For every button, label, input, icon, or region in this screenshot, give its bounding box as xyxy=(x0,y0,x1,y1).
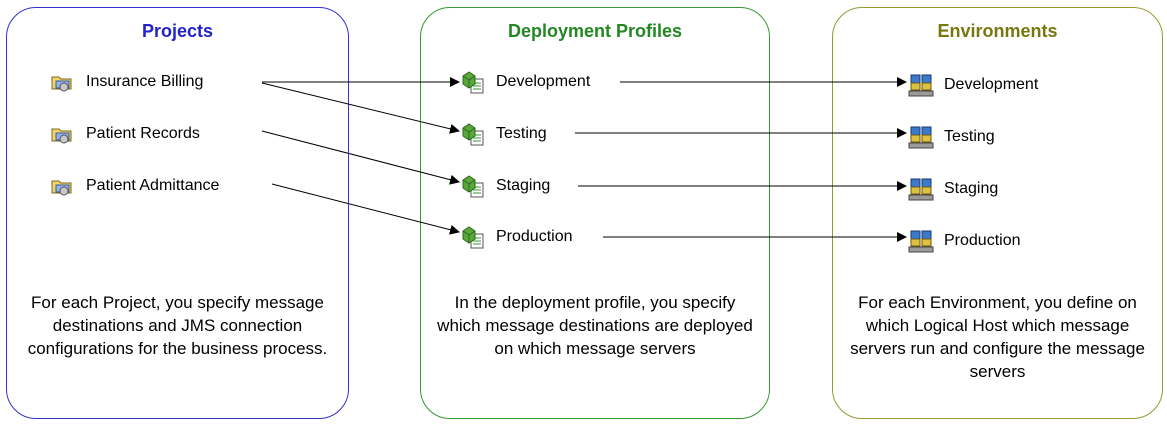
project-icon xyxy=(51,128,72,144)
profile-item[interactable]: Testing xyxy=(460,122,547,146)
profile-item[interactable]: Production xyxy=(460,225,573,249)
deployment-profile-icon xyxy=(462,123,484,146)
environment-item[interactable]: Staging xyxy=(908,177,998,201)
projects-panel: Projects For each Project, you specify m… xyxy=(6,7,349,419)
deployment-profiles-title: Deployment Profiles xyxy=(507,21,683,41)
project-icon xyxy=(51,180,72,196)
projects-description: For each Project, you specify message de… xyxy=(27,293,328,358)
environment-label: Production xyxy=(944,232,1021,249)
project-item[interactable]: Insurance Billing xyxy=(50,70,203,94)
environment-icon xyxy=(908,74,934,97)
arrow-records-to-staging xyxy=(261,130,460,185)
project-label: Insurance Billing xyxy=(86,73,204,90)
environment-label: Development xyxy=(944,76,1039,93)
environments-title: Environments xyxy=(937,21,1058,41)
deployment-profile-icon xyxy=(462,175,484,198)
projects-title: Projects xyxy=(141,21,214,41)
project-icon xyxy=(51,76,72,92)
project-label: Patient Records xyxy=(86,125,200,142)
environment-item[interactable]: Development xyxy=(908,73,1038,97)
profile-label: Testing xyxy=(496,125,547,142)
deployment-profiles-panel: Deployment Profiles In the deployment pr… xyxy=(420,7,770,419)
profile-item[interactable]: Development xyxy=(460,70,590,94)
project-item[interactable]: Patient Admittance xyxy=(50,174,219,198)
environment-icon xyxy=(908,178,934,201)
profile-label: Development xyxy=(496,73,591,90)
deployment-profile-icon xyxy=(462,71,484,94)
project-item[interactable]: Patient Records xyxy=(50,122,200,146)
environments-description: For each Environment, you define on whic… xyxy=(850,293,1145,381)
arrow-billing-to-testing xyxy=(261,82,460,134)
profile-item[interactable]: Staging xyxy=(460,174,550,198)
environment-icon xyxy=(908,126,934,149)
environment-item[interactable]: Testing xyxy=(908,125,995,149)
environment-label: Testing xyxy=(944,128,995,145)
project-label: Patient Admittance xyxy=(86,177,220,194)
environment-icon xyxy=(908,230,934,253)
environment-label: Staging xyxy=(944,180,999,197)
deployment-profiles-description: In the deployment profile, you specify w… xyxy=(437,293,753,358)
arrow-admittance-to-production xyxy=(271,183,460,235)
deployment-profile-icon xyxy=(462,226,484,249)
profile-label: Staging xyxy=(496,177,551,194)
environments-panel: Environments For each Environment, you d… xyxy=(832,7,1163,419)
environment-item[interactable]: Production xyxy=(908,229,1021,253)
profile-label: Production xyxy=(496,228,573,245)
